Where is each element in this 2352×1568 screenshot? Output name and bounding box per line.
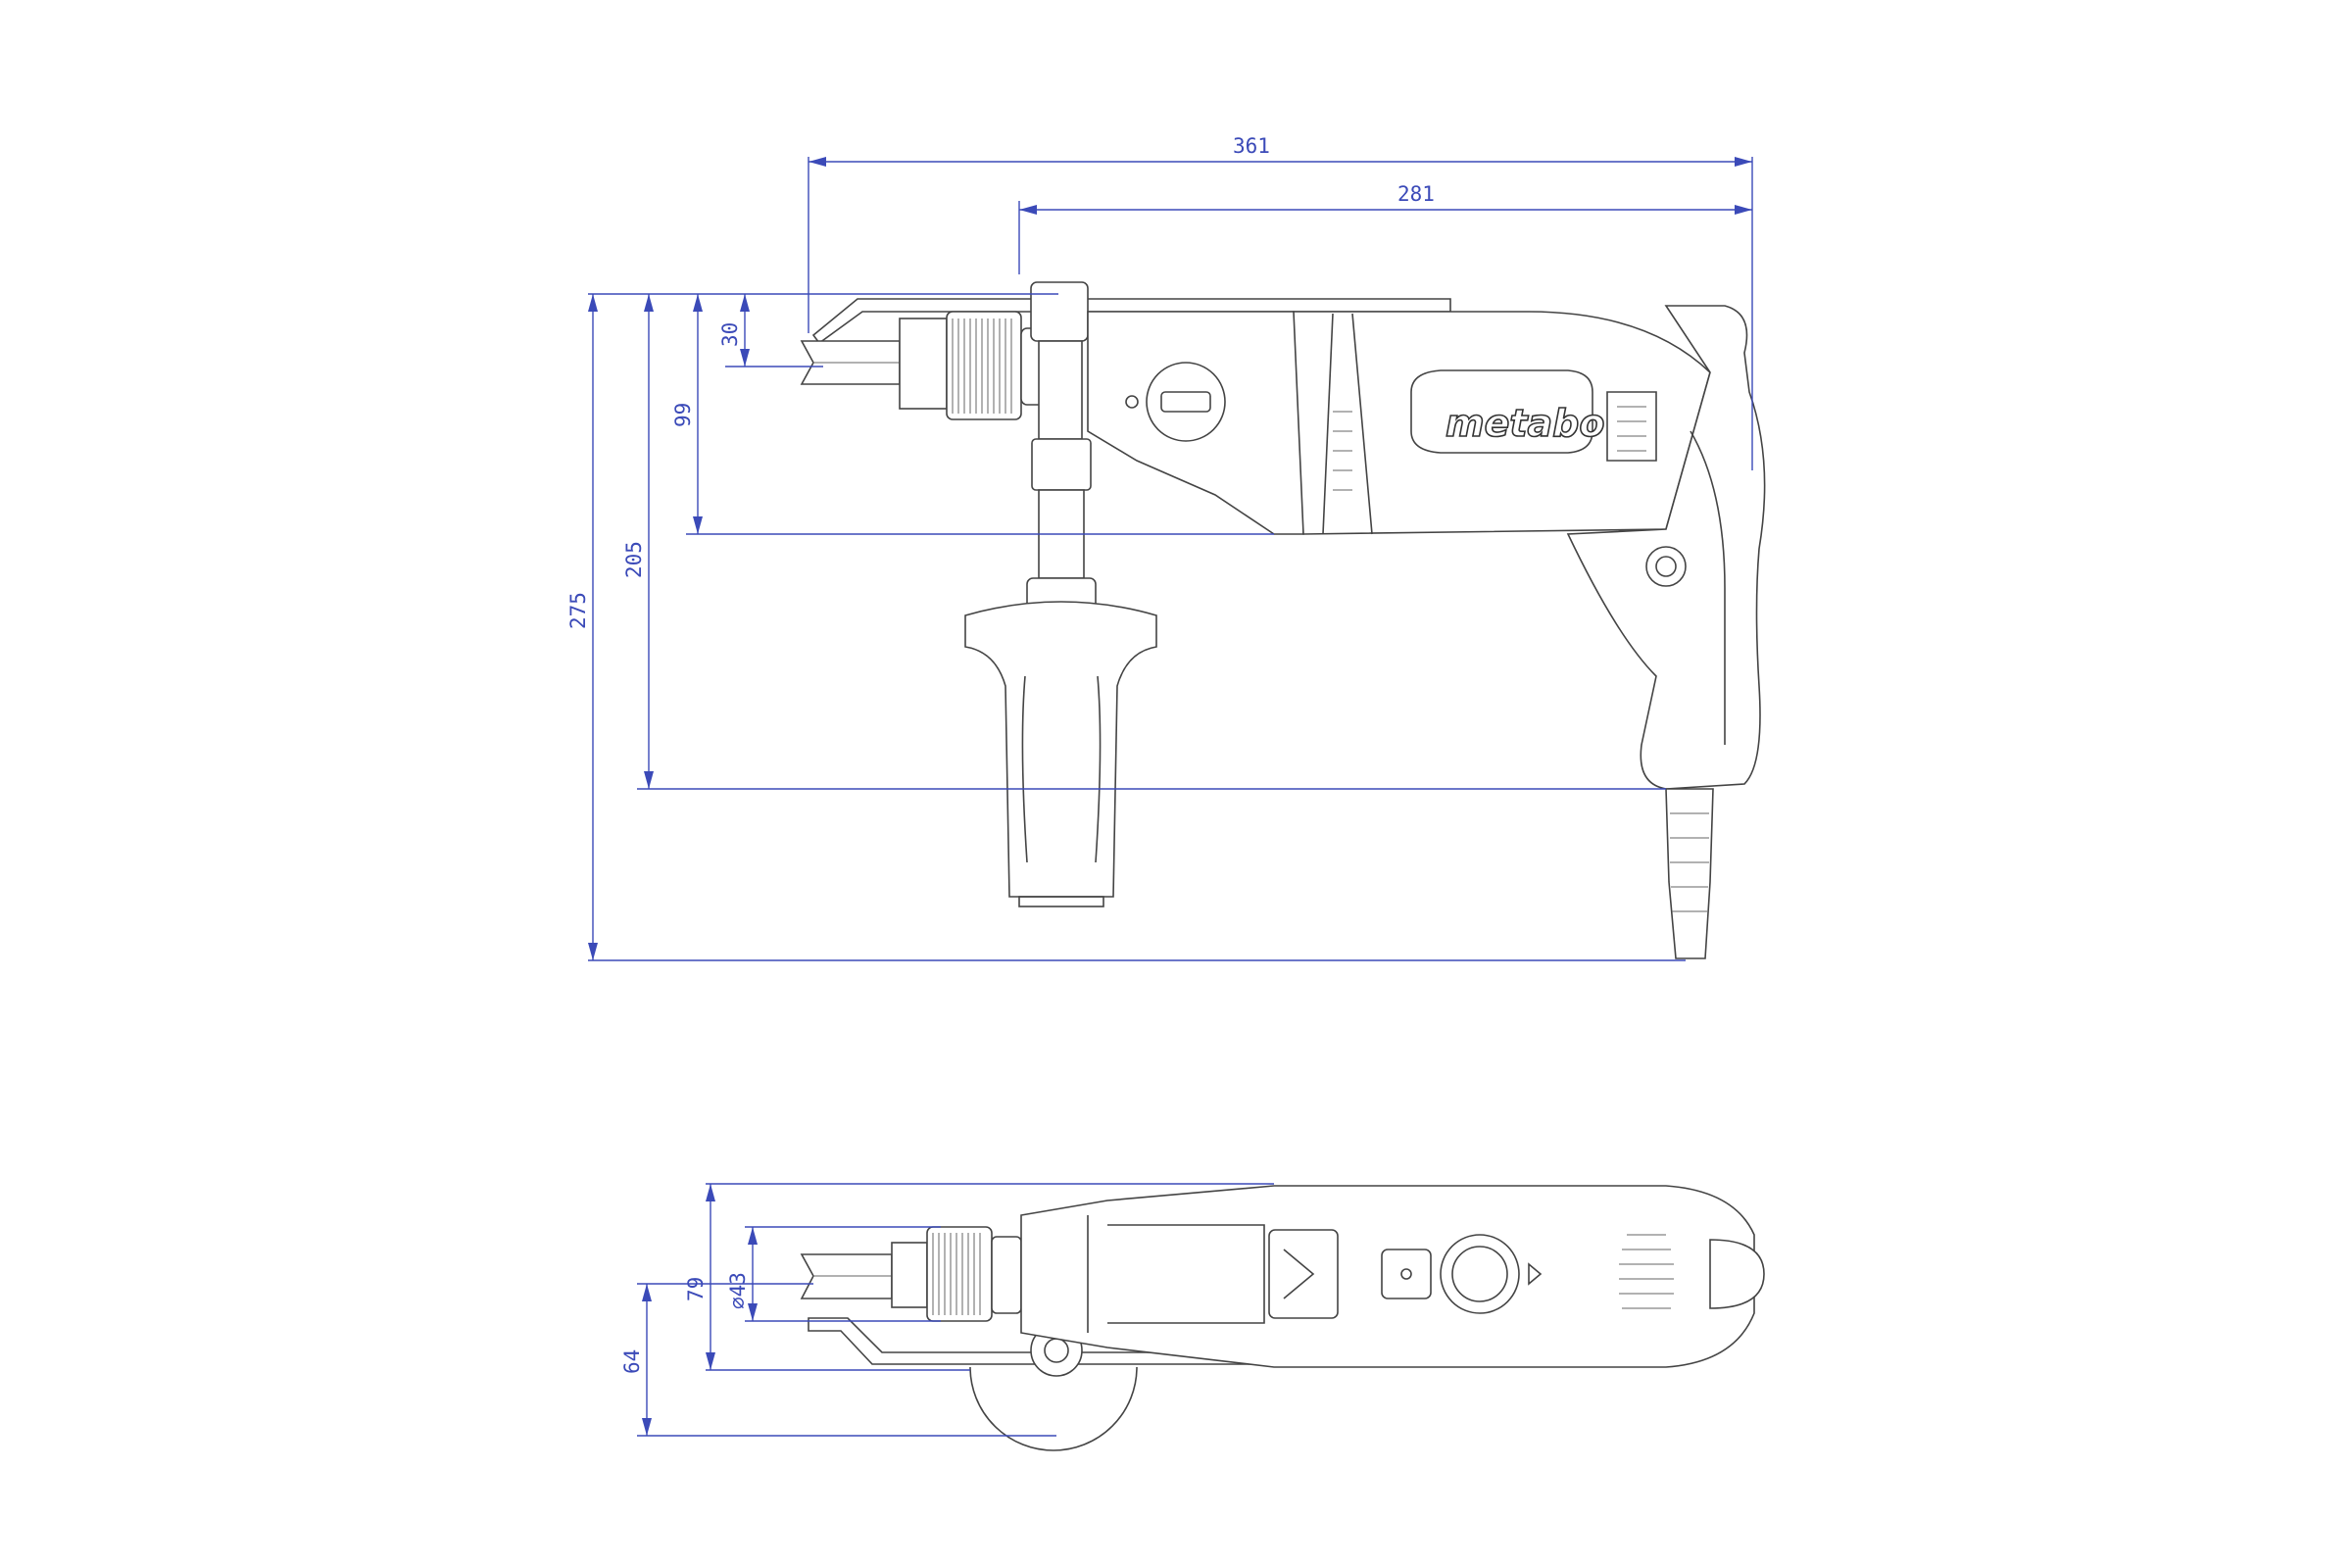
dim-handle-offset: 64 xyxy=(620,1284,652,1436)
dim-label-30: 30 xyxy=(718,322,742,347)
side-view: metabo 361 281 xyxy=(566,134,1766,961)
dim-label-281: 281 xyxy=(1397,182,1435,206)
dim-chuck-height: 30 xyxy=(718,294,750,367)
drill-top-outline xyxy=(800,1185,1765,1451)
side-extension-lines xyxy=(588,157,1753,961)
drill-side-outline: metabo xyxy=(800,281,1766,959)
dim-label-99: 99 xyxy=(671,403,695,427)
brand-logo: metabo xyxy=(1446,402,1604,445)
dim-spindle-to-handle-bottom: 205 xyxy=(622,294,654,789)
top-extension-lines xyxy=(637,1183,1274,1437)
dim-label-64: 64 xyxy=(620,1349,644,1374)
top-view: 79 ⌀43 64 xyxy=(620,1183,1765,1451)
dim-top-width: 79 xyxy=(684,1184,715,1370)
dim-overall-length: 361 xyxy=(808,134,1752,167)
dim-label-361: 361 xyxy=(1233,134,1270,158)
dim-label-79: 79 xyxy=(684,1277,708,1301)
dim-label-275: 275 xyxy=(566,592,590,629)
dim-label-d43: ⌀43 xyxy=(726,1272,750,1309)
dim-spindle-to-grip: 99 xyxy=(671,294,703,534)
dim-chuck-diameter: ⌀43 xyxy=(726,1227,758,1321)
dim-body-length: 281 xyxy=(1019,182,1752,215)
dim-label-205: 205 xyxy=(622,541,646,578)
dim-overall-height: 275 xyxy=(566,294,598,960)
